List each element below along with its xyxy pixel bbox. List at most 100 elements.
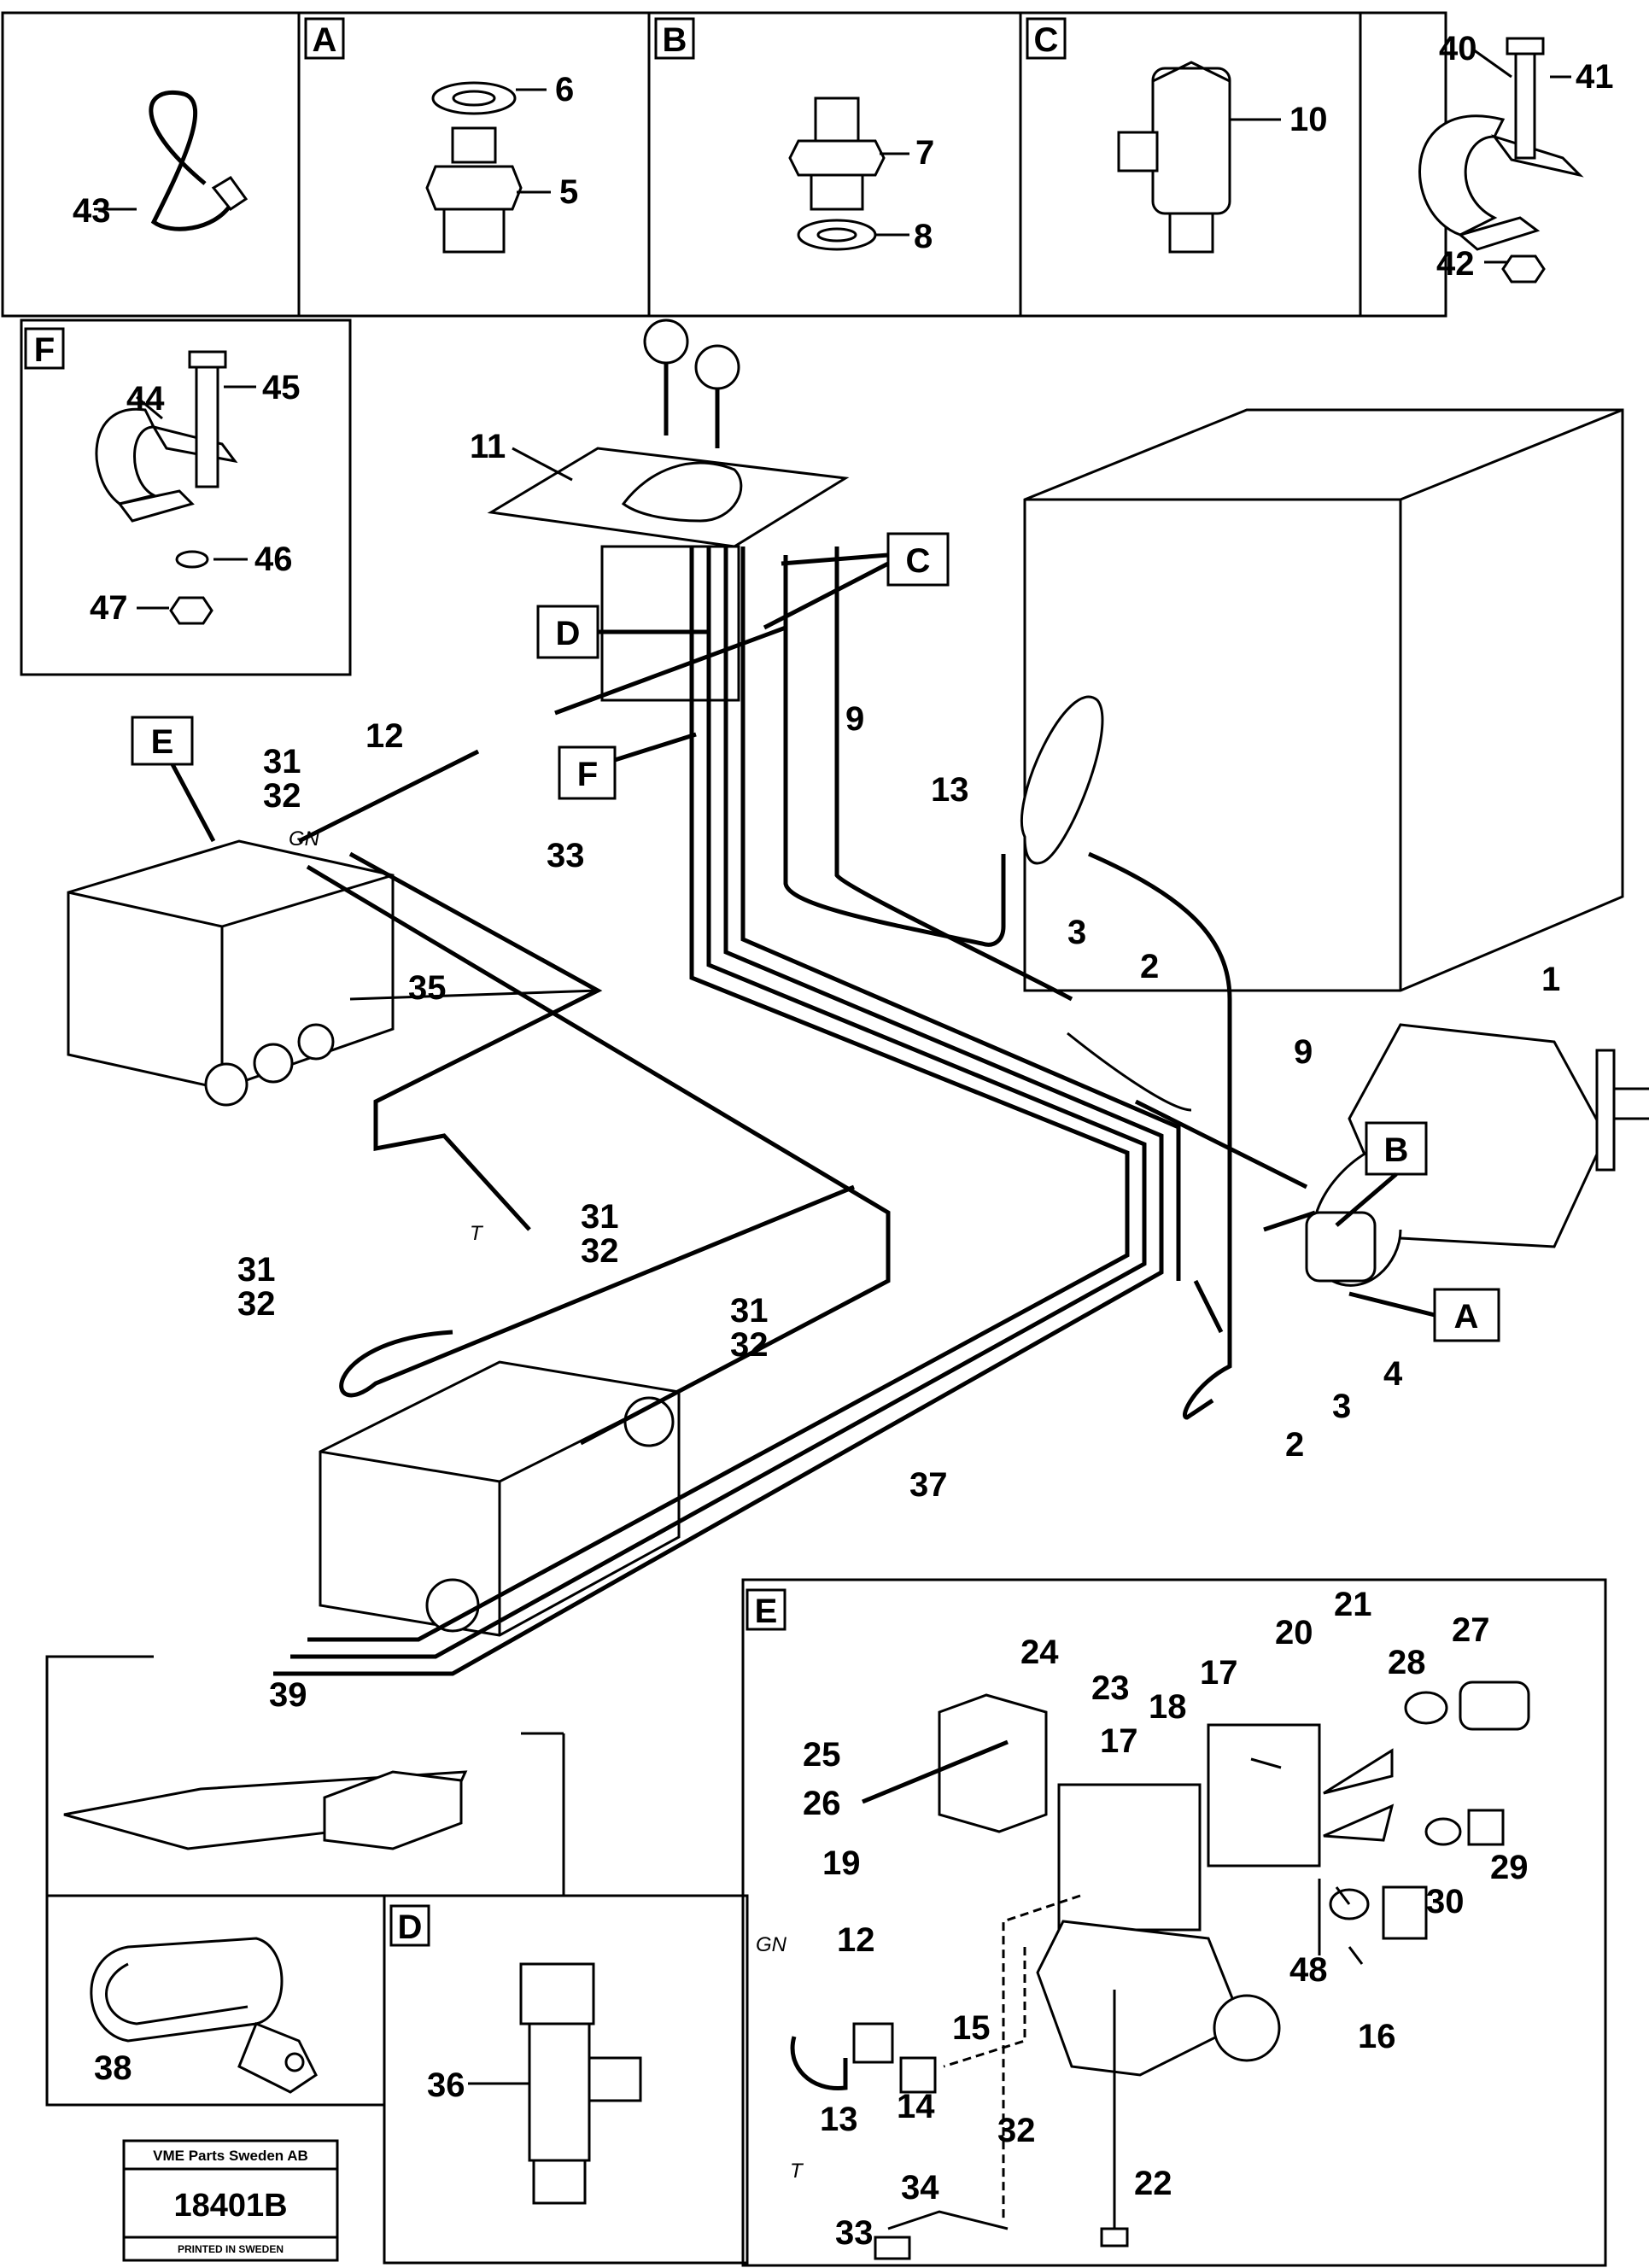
callout-13-detail: 13 [820, 2101, 858, 2138]
callout-31-main-a: 31 [263, 743, 301, 780]
main-assembly [67, 319, 1649, 1676]
callout-41: 41 [1576, 58, 1614, 96]
pump-1 [1305, 1023, 1649, 1287]
callout-2-top: 2 [1140, 948, 1159, 985]
callout-7: 7 [915, 134, 934, 172]
label-D-pointer: D [556, 615, 581, 652]
tee-36 [468, 1962, 642, 2205]
callout-32-main-b: 32 [581, 1232, 619, 1270]
callout-22: 22 [1134, 2165, 1172, 2202]
detail-E-box [741, 1578, 1607, 2267]
callout-16: 16 [1358, 2018, 1396, 2055]
callout-2-bottom: 2 [1285, 1426, 1304, 1464]
callout-5: 5 [559, 173, 578, 211]
callout-32-detail: 32 [997, 2112, 1036, 2149]
detail-D-box [383, 1894, 749, 2265]
callout-17-left: 17 [1100, 1722, 1138, 1760]
control-valve-11 [487, 319, 850, 702]
callout-19: 19 [822, 1844, 861, 1882]
note-gn-detail: GN [756, 1933, 787, 1956]
clip-38 [90, 1937, 318, 2094]
stamp-number: 18401B [173, 2188, 287, 2224]
callout-24: 24 [1020, 1634, 1059, 1671]
callout-numbers: 43 6 5 7 8 10 40 41 42 44 45 46 47 11 12… [73, 30, 1614, 2252]
callout-18: 18 [1149, 1688, 1187, 1726]
detail-C-valve [1026, 17, 1281, 254]
cable-tie-43 [94, 91, 249, 231]
callout-32-main-d: 32 [730, 1326, 769, 1364]
callout-38: 38 [94, 2049, 132, 2087]
callout-13: 13 [931, 771, 969, 809]
label-A-pointer: A [1454, 1298, 1479, 1336]
lower-valve [319, 1360, 681, 1637]
callout-35: 35 [408, 969, 447, 1007]
callout-30: 30 [1426, 1883, 1465, 1920]
callout-25: 25 [803, 1736, 841, 1774]
callout-9-top: 9 [845, 700, 864, 738]
callout-15: 15 [952, 2009, 991, 2047]
bottom-left-boxes [45, 1655, 749, 2265]
valve-body-17a [1057, 1783, 1202, 1932]
label-D-box: D [398, 1909, 423, 1946]
note-t-main: T [470, 1222, 484, 1245]
label-B-pointer: B [1384, 1131, 1409, 1169]
callout-44: 44 [126, 380, 165, 418]
callout-37: 37 [909, 1466, 948, 1504]
label-C-top: C [1034, 21, 1059, 59]
callout-4: 4 [1383, 1355, 1403, 1393]
detail-A-fitting [304, 17, 551, 254]
callout-9-pump: 9 [1294, 1033, 1313, 1071]
callout-40: 40 [1439, 30, 1477, 67]
label-E-pointer: E [151, 723, 174, 761]
callout-27: 27 [1452, 1611, 1490, 1649]
bracket-23 [938, 1693, 1048, 1833]
callout-28: 28 [1388, 1644, 1426, 1681]
callout-20: 20 [1275, 1614, 1313, 1651]
callout-31-main-c: 31 [237, 1251, 276, 1289]
letter-labels: A B C F C D F E B A D E [34, 21, 1479, 1946]
callout-43: 43 [73, 192, 111, 230]
callout-21: 21 [1334, 1586, 1372, 1623]
valve-block-E [67, 751, 395, 1107]
callout-10: 10 [1289, 101, 1328, 138]
note-t-detail: T [790, 2160, 804, 2183]
callout-42: 42 [1436, 245, 1475, 283]
callout-45: 45 [262, 369, 301, 406]
hose-lines [273, 547, 1316, 1676]
label-F-box: F [34, 331, 55, 369]
callout-31-main-b: 31 [581, 1198, 619, 1236]
callout-48: 48 [1289, 1951, 1328, 1989]
callout-1: 1 [1541, 961, 1560, 998]
callout-32-main-a: 32 [263, 777, 301, 815]
callout-17-right: 17 [1200, 1654, 1238, 1692]
hydraulic-tank [1023, 408, 1624, 992]
callout-33-detail: 33 [835, 2214, 874, 2252]
callout-12: 12 [365, 717, 404, 755]
top-detail-row [1, 11, 1584, 318]
callout-29: 29 [1490, 1849, 1529, 1886]
callout-3-top: 3 [1067, 914, 1086, 951]
label-E-box: E [755, 1593, 778, 1630]
solenoid-16 [1036, 1920, 1244, 2077]
callout-34: 34 [901, 2169, 939, 2207]
detail-F-box [20, 319, 352, 676]
stamp-printed: PRINTED IN SWEDEN [178, 2243, 284, 2255]
callout-31-main-d: 31 [730, 1292, 769, 1330]
callout-6: 6 [555, 71, 574, 108]
callout-39: 39 [269, 1676, 307, 1714]
callout-33: 33 [547, 837, 585, 874]
stamp-company: VME Parts Sweden AB [153, 2148, 308, 2164]
label-C-pointer: C [906, 542, 931, 580]
callout-3-bottom: 3 [1332, 1388, 1351, 1425]
label-B-top: B [663, 21, 687, 59]
valve-body-17b [1207, 1723, 1321, 1868]
label-F-pointer: F [577, 756, 598, 793]
callout-23: 23 [1091, 1669, 1130, 1707]
callout-11: 11 [470, 428, 506, 465]
callout-32-main-c: 32 [237, 1285, 276, 1323]
clamp-40-41-42 [1418, 37, 1584, 284]
label-A-top: A [313, 21, 337, 59]
callout-46: 46 [254, 541, 293, 578]
note-gn-main: GN [289, 827, 320, 850]
